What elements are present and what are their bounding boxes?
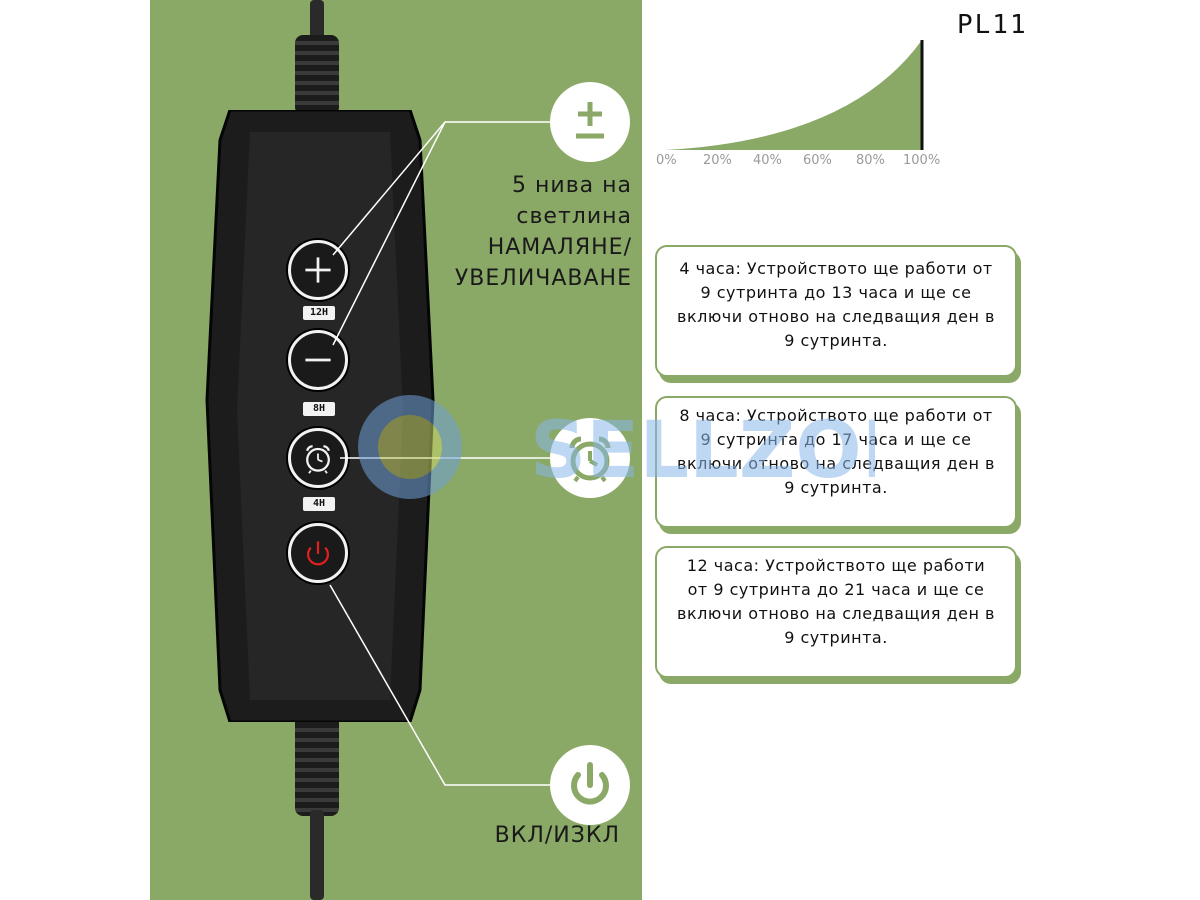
timer-card-4h: 4 часа: Устройството ще работи от 9 сутр… [655,245,1017,377]
strain-relief-top [295,35,339,115]
power-callout [550,745,630,825]
strain-relief-bottom [295,712,339,816]
brightness-curve-graphic [665,40,924,150]
plus-minus-icon [576,102,604,139]
timer-tag-12h: 12H [303,306,335,320]
minus-button[interactable] [288,330,348,390]
timer-callout [550,418,630,498]
power-icon [306,541,330,566]
alarm-clock-icon [569,436,611,483]
curve-tick-60: 60% [803,153,832,168]
plus-icon [305,257,331,283]
sellzone-watermark: SELLZONE [355,385,875,505]
timer-tag-8h: 8H [303,402,335,416]
curve-tick-80: 80% [856,153,885,168]
timer-card-12h: 12 часа: Устройството ще работи от 9 сут… [655,546,1017,678]
brightness-line-1: 5 нива на [512,173,632,198]
curve-tick-20: 20% [703,153,732,168]
timer-tag-4h: 4H [303,497,335,511]
power-button[interactable] [288,523,348,583]
alarm-clock-icon [306,445,330,474]
curve-tick-40: 40% [753,153,782,168]
brightness-description: 5 нива на светлина НАМАЛЯНЕ/ УВЕЛИЧАВАНЕ [440,170,632,294]
brightness-callout [550,82,630,162]
timer-button[interactable] [288,428,348,488]
on-off-label: ВКЛ/ИЗКЛ [494,823,620,848]
brightness-line-3: НАМАЛЯНЕ/ [487,235,632,260]
plus-button[interactable] [288,240,348,300]
curve-tick-0: 0% [656,153,677,168]
cable-bottom [310,810,324,900]
power-icon [571,762,609,805]
brightness-curve [650,30,960,180]
watermark-graphic: SELLZONE [358,395,875,499]
minus-icon [305,358,331,362]
watermark-text: SELLZONE [530,406,875,496]
model-label: PL11 [957,10,1028,40]
brightness-line-4: УВЕЛИЧАВАНЕ [454,266,632,291]
timer-card-8h: 8 часа: Устройството ще работи от 9 сутр… [655,396,1017,528]
brightness-line-2: светлина [516,204,632,229]
cable-top [310,0,324,40]
curve-tick-100: 100% [903,153,941,168]
